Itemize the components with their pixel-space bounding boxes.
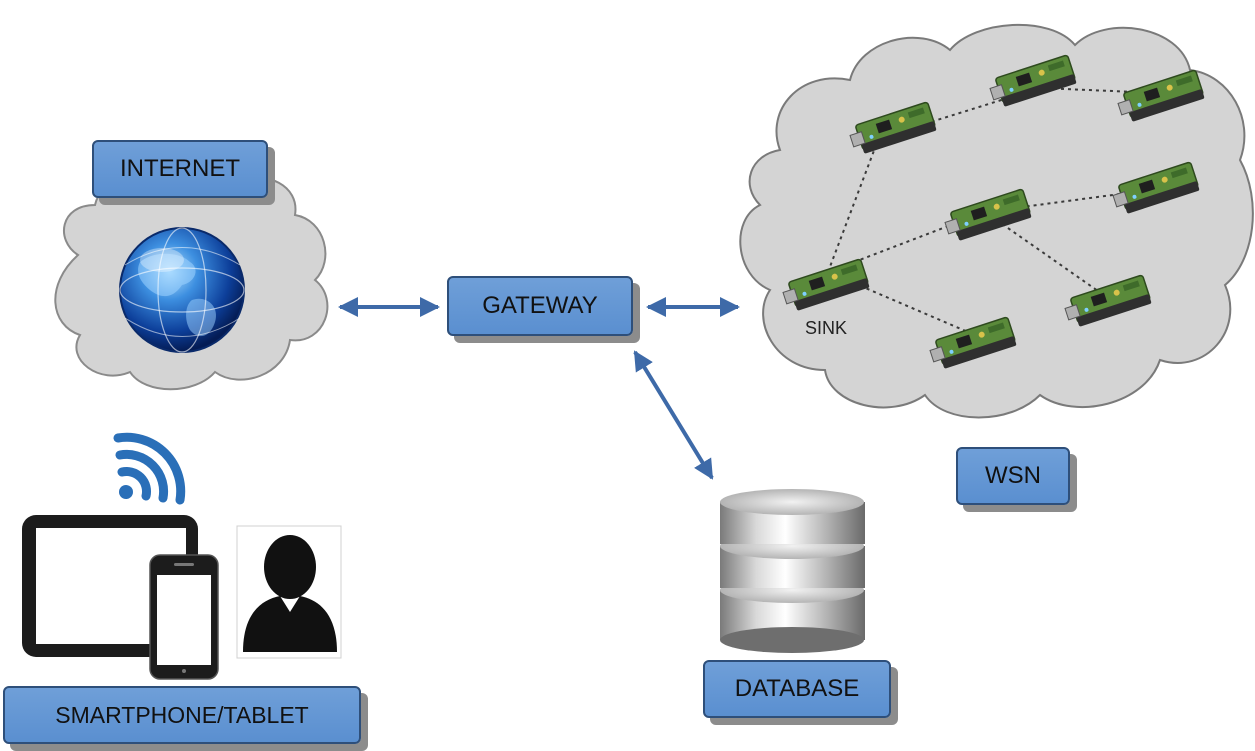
internet-label: INTERNET bbox=[92, 140, 268, 198]
globe-icon bbox=[119, 227, 245, 353]
wifi-icon bbox=[113, 432, 186, 505]
database-label: DATABASE bbox=[703, 660, 891, 718]
smartphone-tablet-label: SMARTPHONE/TABLET bbox=[3, 686, 361, 744]
gateway-label: GATEWAY bbox=[447, 276, 633, 336]
user-icon bbox=[236, 525, 342, 659]
smartphone-icon bbox=[149, 554, 219, 680]
arrow-gateway-database bbox=[633, 350, 714, 480]
database-icon bbox=[703, 489, 881, 653]
wsn-label: WSN bbox=[956, 447, 1070, 505]
sink-label: SINK bbox=[805, 318, 848, 338]
arrows bbox=[338, 297, 740, 480]
